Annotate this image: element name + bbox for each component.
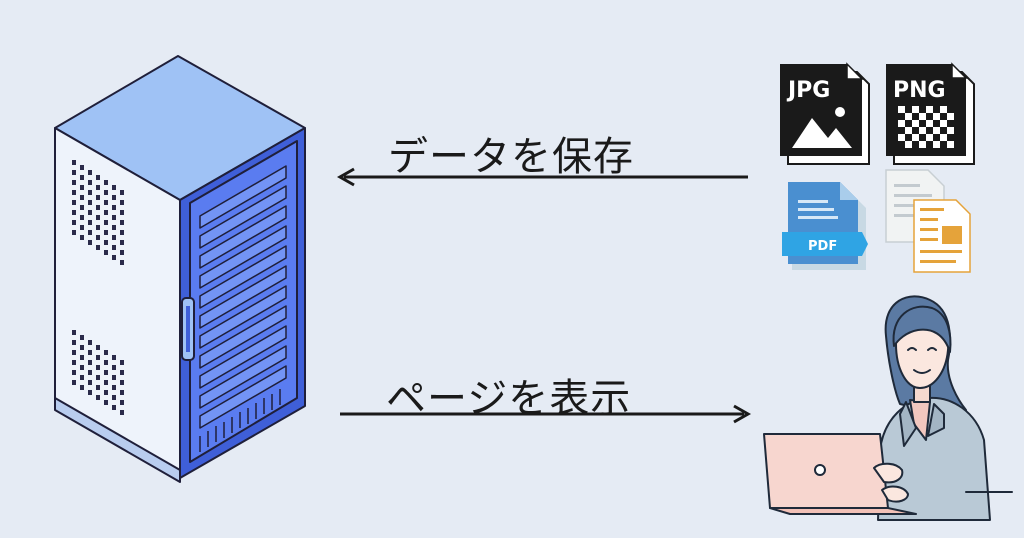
side-vent-top: [72, 160, 124, 265]
arrow-show: [340, 404, 752, 424]
rack-units: [199, 165, 287, 429]
arrow-save: [336, 167, 748, 187]
save-data-label: データを保存: [388, 134, 634, 180]
document-files-icon: [885, 169, 971, 273]
png-checker-pattern: [898, 106, 954, 148]
jpg-file-icon: JPG: [780, 62, 870, 165]
jpg-label: JPG: [786, 78, 830, 103]
rack-bottom-grille: [199, 389, 281, 452]
png-file-icon: PNG: [886, 62, 975, 165]
side-vent-bottom: [72, 330, 124, 415]
server-rack-icon: [54, 55, 306, 483]
png-label: PNG: [893, 78, 946, 103]
pdf-file-icon: PDF: [782, 182, 868, 270]
woman-with-laptop-icon: [763, 295, 1013, 521]
show-page-label: ページを表示: [386, 376, 632, 422]
pdf-label: PDF: [808, 239, 837, 254]
